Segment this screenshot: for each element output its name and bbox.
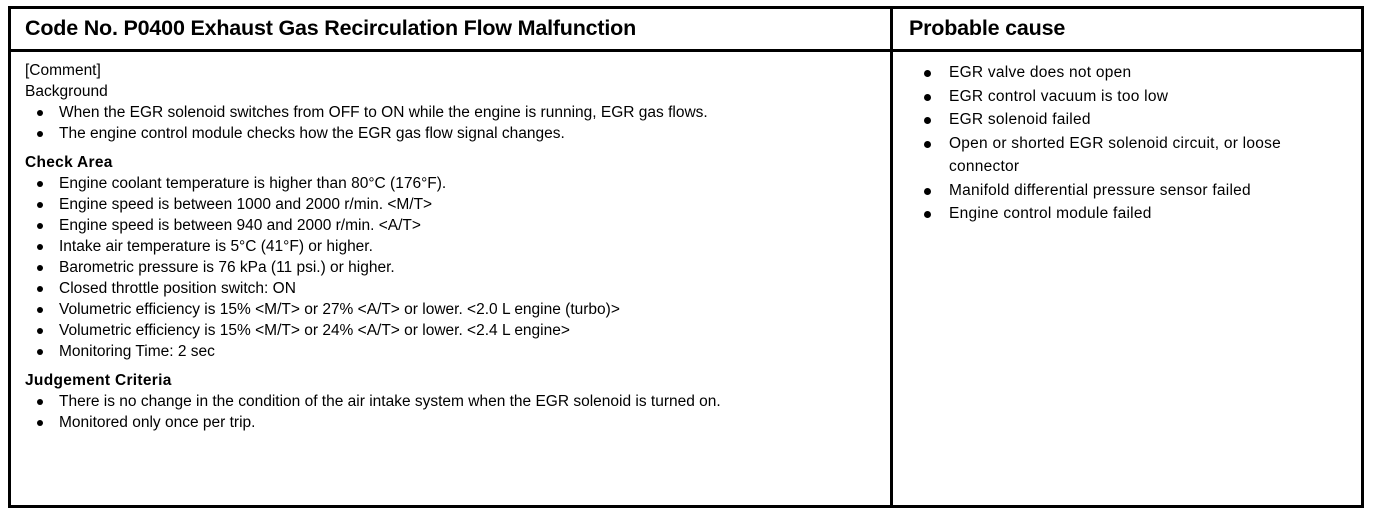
list-item: Engine speed is between 940 and 2000 r/m… xyxy=(25,215,880,236)
cell-code-details: [Comment] Background When the EGR soleno… xyxy=(11,52,893,505)
background-item-text: The engine control module checks how the… xyxy=(59,125,565,142)
check-area-item-text: Intake air temperature is 5°C (41°F) or … xyxy=(59,238,373,255)
probable-cause-title: Probable cause xyxy=(909,16,1066,41)
comment-label: [Comment] xyxy=(25,62,101,79)
list-item: EGR valve does not open xyxy=(911,61,1353,85)
list-item: Closed throttle position switch: ON xyxy=(25,278,880,299)
probable-cause-text: EGR control vacuum is too low xyxy=(949,87,1169,105)
background-label: Background xyxy=(25,83,108,100)
header-cell-code: Code No. P0400 Exhaust Gas Recirculation… xyxy=(11,9,893,49)
list-item: Volumetric efficiency is 15% <M/T> or 24… xyxy=(25,320,880,341)
check-area-item-text: Engine speed is between 940 and 2000 r/m… xyxy=(59,217,421,234)
header-cell-probable-cause: Probable cause xyxy=(893,9,1361,49)
check-area-item-text: Volumetric efficiency is 15% <M/T> or 27… xyxy=(59,301,620,318)
background-item-text: When the EGR solenoid switches from OFF … xyxy=(59,104,708,121)
judgement-item-text: Monitored only once per trip. xyxy=(59,414,256,431)
list-item: Barometric pressure is 76 kPa (11 psi.) … xyxy=(25,257,880,278)
list-item: Engine speed is between 1000 and 2000 r/… xyxy=(25,194,880,215)
list-item: When the EGR solenoid switches from OFF … xyxy=(25,102,880,123)
dtc-table: Code No. P0400 Exhaust Gas Recirculation… xyxy=(8,6,1364,508)
judgement-criteria-heading: Judgement Criteria xyxy=(25,372,172,389)
cell-probable-causes: EGR valve does not open EGR control vacu… xyxy=(893,52,1361,505)
list-item: Intake air temperature is 5°C (41°F) or … xyxy=(25,236,880,257)
check-area-item-text: Engine speed is between 1000 and 2000 r/… xyxy=(59,196,433,213)
list-item: There is no change in the condition of t… xyxy=(25,391,880,412)
probable-cause-text: Engine control module failed xyxy=(949,205,1152,222)
probable-cause-text: EGR solenoid failed xyxy=(949,111,1091,128)
background-list: When the EGR solenoid switches from OFF … xyxy=(25,102,880,144)
check-area-item-text: Monitoring Time: 2 sec xyxy=(59,343,215,360)
probable-cause-list: EGR valve does not open EGR control vacu… xyxy=(911,61,1353,226)
table-body-row: [Comment] Background When the EGR soleno… xyxy=(11,52,1361,505)
check-area-item-text: Engine coolant temperature is higher tha… xyxy=(59,175,447,192)
probable-cause-text: EGR valve does not open xyxy=(949,64,1132,81)
code-title: Code No. P0400 Exhaust Gas Recirculation… xyxy=(25,16,637,41)
list-item: EGR solenoid failed xyxy=(911,108,1353,132)
list-item: Monitoring Time: 2 sec xyxy=(25,341,880,362)
check-area-item-text: Closed throttle position switch: ON xyxy=(59,280,296,297)
list-item: Manifold differential pressure sensor fa… xyxy=(911,179,1353,203)
list-item: The engine control module checks how the… xyxy=(25,123,880,144)
check-area-item-text: Barometric pressure is 76 kPa (11 psi.) … xyxy=(59,259,395,276)
check-area-heading: Check Area xyxy=(25,154,113,171)
list-item: Open or shorted EGR solenoid circuit, or… xyxy=(911,132,1353,179)
list-item: Volumetric efficiency is 15% <M/T> or 27… xyxy=(25,299,880,320)
list-item: Monitored only once per trip. xyxy=(25,412,880,433)
probable-cause-text: Manifold differential pressure sensor fa… xyxy=(949,181,1251,199)
judgement-item-text: There is no change in the condition of t… xyxy=(59,393,721,410)
list-item: Engine control module failed xyxy=(911,202,1353,226)
table-header-row: Code No. P0400 Exhaust Gas Recirculation… xyxy=(11,9,1361,52)
probable-cause-text: Open or shorted EGR solenoid circuit, or… xyxy=(949,134,1281,176)
list-item: EGR control vacuum is too low xyxy=(911,85,1353,109)
check-area-item-text: Volumetric efficiency is 15% <M/T> or 24… xyxy=(59,322,570,339)
check-area-list: Engine coolant temperature is higher tha… xyxy=(25,173,880,362)
list-item: Engine coolant temperature is higher tha… xyxy=(25,173,880,194)
judgement-criteria-list: There is no change in the condition of t… xyxy=(25,391,880,433)
